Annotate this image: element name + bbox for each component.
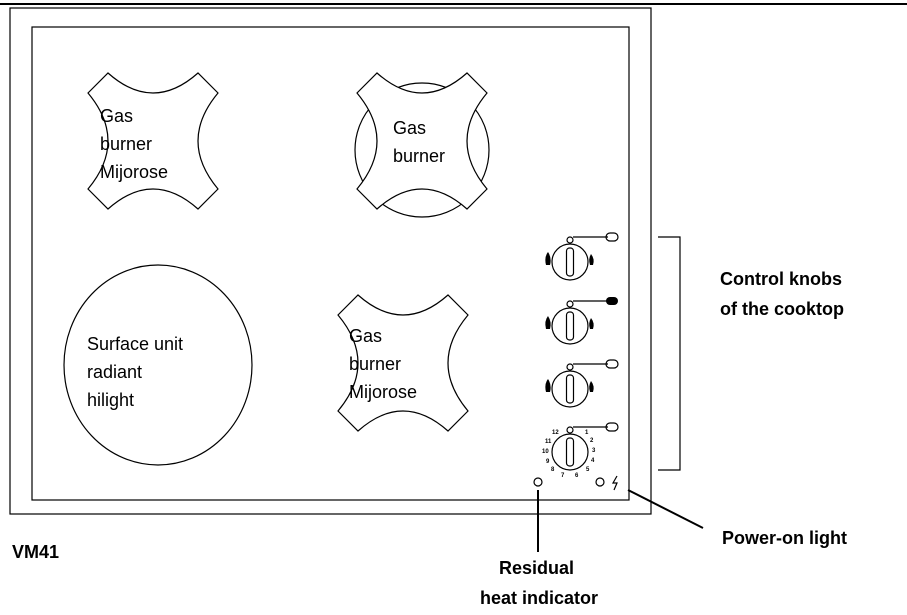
radiant-label-line1: Surface unit [87,334,183,354]
residual-heat-label: Residual heat indicator [480,558,598,608]
residual-heat-label-line2: heat indicator [480,588,598,608]
gas-control-knob-3 [544,363,595,408]
top-middle-burner-ring [354,82,490,218]
scale-8: 8 [551,467,555,473]
power-lightning-icon [611,475,618,491]
radiant-label-line2: radiant [87,362,142,382]
bottom-middle-label-line1: Gas [349,326,382,346]
top-middle-gas-burner-trivet [356,72,488,210]
power-on-light [595,477,605,487]
top-left-label-line2: burner [100,134,152,154]
top-middle-burner-label: Gas burner [393,118,445,166]
radiant-control-knob [551,426,589,471]
scale-9: 9 [546,459,550,465]
power-on-light-label: Power-on light [722,528,847,548]
radiant-surface-unit [63,264,253,466]
radiant-knob-scale: 12 1 2 3 4 5 6 7 8 9 10 11 [542,430,596,479]
control-knobs-label-line2: of the cooktop [720,299,844,319]
scale-2: 2 [590,438,594,444]
scale-10: 10 [542,449,549,455]
residual-heat-indicator-light [533,477,543,487]
control-knobs-label: Control knobs of the cooktop [720,269,847,319]
gas-control-knob-2 [544,300,595,345]
bottom-middle-label-line2: burner [349,354,401,374]
power-on-leader-line [627,489,704,529]
scale-11: 11 [545,439,552,445]
control-knobs-label-line1: Control knobs [720,269,842,289]
top-middle-label-line1: Gas [393,118,426,138]
control-knobs-bracket [658,236,681,471]
scale-7: 7 [561,473,565,479]
cooktop-glass-surface [31,26,630,501]
radiant-label-line3: hilight [87,390,134,410]
top-left-label-line3: Mijorose [100,162,168,182]
scale-6: 6 [575,473,579,479]
knob-position-indicators [573,232,619,432]
top-left-burner-label: Gas burner Mijorose [100,106,168,182]
scale-4: 4 [591,458,595,464]
scale-5: 5 [586,467,590,473]
top-middle-label-line2: burner [393,146,445,166]
scale-12: 12 [552,430,559,436]
model-label: VM41 [12,542,59,562]
gas-control-knob-1 [544,236,595,281]
top-left-label-line1: Gas [100,106,133,126]
bottom-middle-label-line3: Mijorose [349,382,417,402]
radiant-unit-label: Surface unit radiant hilight [87,334,188,410]
cooktop-outer-frame [9,7,652,515]
scale-1: 1 [585,430,589,436]
scale-3: 3 [592,448,596,454]
bottom-middle-burner-label: Gas burner Mijorose [349,326,417,402]
residual-heat-label-line1: Residual [499,558,574,578]
